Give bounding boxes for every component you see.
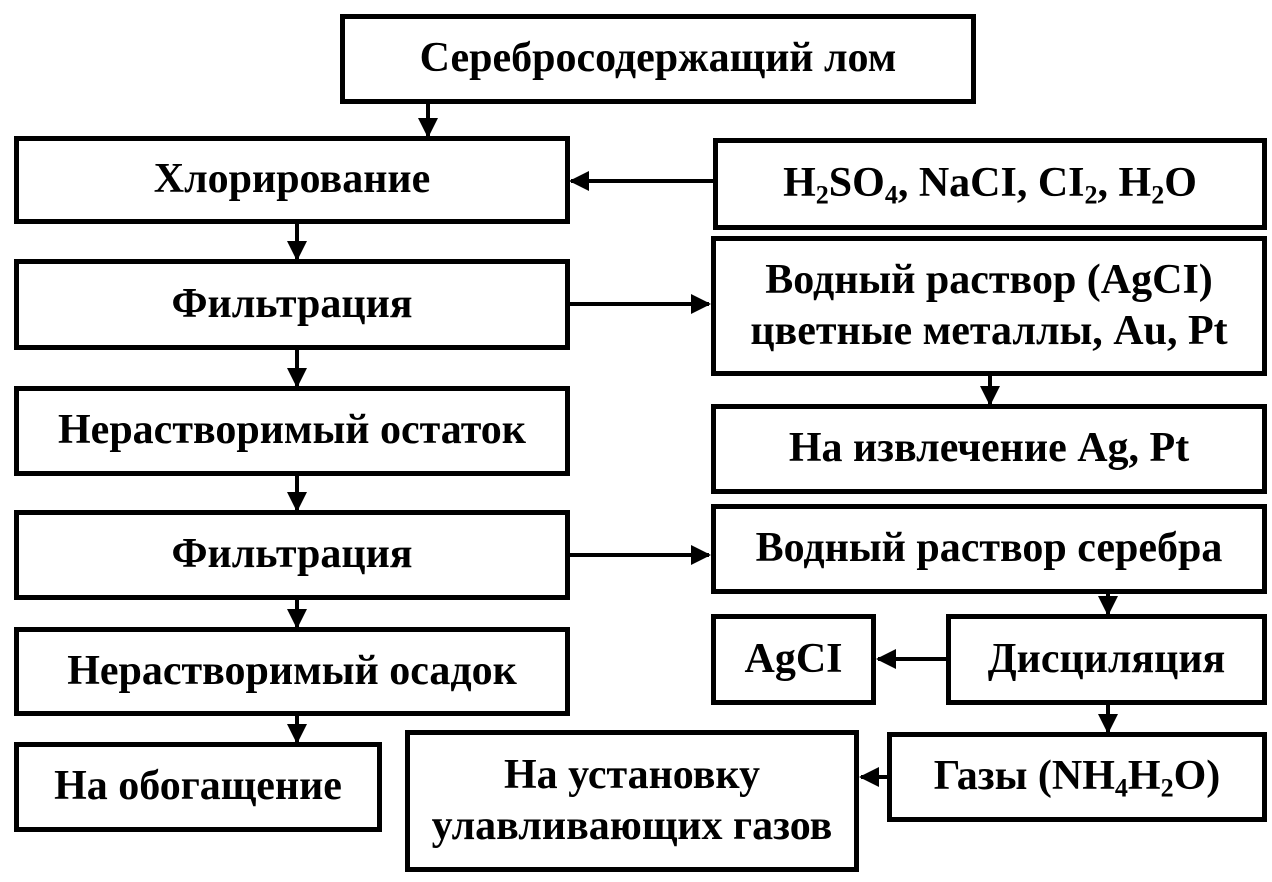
node-silver-solution-label: Водный раствор серебра	[755, 525, 1223, 572]
node-insoluble-residue: Нерастворимый остаток	[14, 386, 570, 476]
node-insoluble-precipitate: Нерастворимый осадок	[14, 627, 570, 716]
node-agcl: AgCI	[711, 614, 876, 705]
node-silver-scrap-label: Серебросодержащий лом	[419, 35, 897, 82]
node-chlorination: Хлорирование	[14, 136, 570, 224]
node-chlorination-label: Хлорирование	[153, 156, 431, 203]
node-gases-label: Газы (NH4H2O)	[933, 753, 1221, 803]
node-insoluble-residue-label: Нерастворимый остаток	[58, 407, 526, 454]
node-reagents: H2SO4, NaCI, CI2, H2O	[713, 138, 1267, 230]
node-filtration-2-label: Фильтрация	[171, 531, 413, 578]
node-distillation: Дисциляция	[946, 614, 1267, 705]
node-insoluble-precipitate-label: Нерастворимый осадок	[67, 647, 517, 694]
node-gas-capture: На установку улавливающих газов	[405, 730, 859, 872]
node-silver-scrap: Серебросодержащий лом	[340, 14, 976, 104]
node-enrichment-label: На обогащение	[54, 763, 342, 810]
node-silver-solution: Водный раствор серебра	[711, 504, 1267, 594]
node-extraction-ag-pt-label: На извлечение Ag, Pt	[788, 425, 1190, 472]
node-aqueous-solution-agcl-label: Водный раствор (AgCI) цветные металлы, A…	[750, 256, 1228, 354]
node-gases: Газы (NH4H2O)	[887, 732, 1267, 822]
node-distillation-label: Дисциляция	[987, 635, 1226, 682]
node-filtration-2: Фильтрация	[14, 510, 570, 600]
node-reagents-label: H2SO4, NaCI, CI2, H2O	[783, 160, 1197, 210]
node-aqueous-solution-agcl: Водный раствор (AgCI) цветные металлы, A…	[711, 236, 1267, 376]
node-filtration-1-label: Фильтрация	[171, 280, 413, 327]
node-extraction-ag-pt: На извлечение Ag, Pt	[711, 404, 1267, 494]
node-agcl-label: AgCI	[744, 635, 843, 682]
node-enrichment: На обогащение	[14, 742, 382, 832]
node-gas-capture-label: На установку улавливающих газов	[431, 751, 833, 849]
node-filtration-1: Фильтрация	[14, 259, 570, 350]
